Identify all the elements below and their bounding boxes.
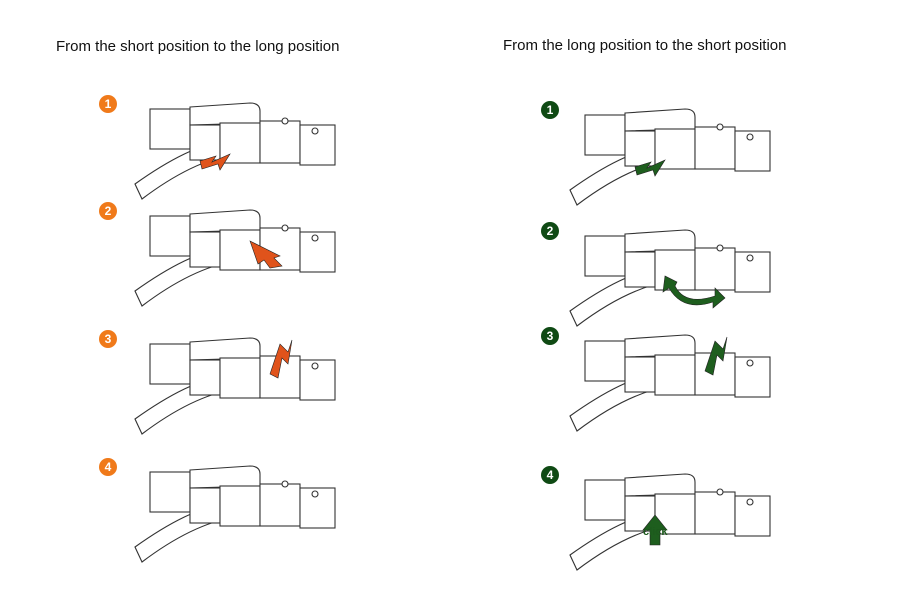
step-badge: 4 [541,466,559,484]
step-badge: 4 [99,458,117,476]
direction-arrow-icon [269,339,293,379]
step-badge: 1 [541,101,559,119]
bracelet-clasp-illustration [569,108,771,206]
step-badge: 2 [541,222,559,240]
direction-arrow-icon [199,153,231,171]
direction-arrow-icon [642,514,668,546]
bracelet-clasp-illustration [569,229,771,327]
bracelet-clasp-illustration [134,102,336,200]
bracelet-clasp-illustration [569,334,771,432]
direction-arrow-icon [634,159,666,177]
right-title: From the long position to the short posi… [503,37,787,54]
step-badge: 3 [99,330,117,348]
direction-arrow-icon [249,240,283,269]
step-badge: 1 [99,95,117,113]
left-title: From the short position to the long posi… [56,38,340,55]
step-badge: 3 [541,327,559,345]
direction-arrow-icon [662,275,726,309]
step-badge: 2 [99,202,117,220]
direction-arrow-icon [704,336,728,376]
bracelet-clasp-illustration [569,473,771,571]
bracelet-clasp-illustration [134,209,336,307]
bracelet-clasp-illustration [134,465,336,563]
bracelet-clasp-illustration [134,337,336,435]
click-label: click [643,526,668,538]
